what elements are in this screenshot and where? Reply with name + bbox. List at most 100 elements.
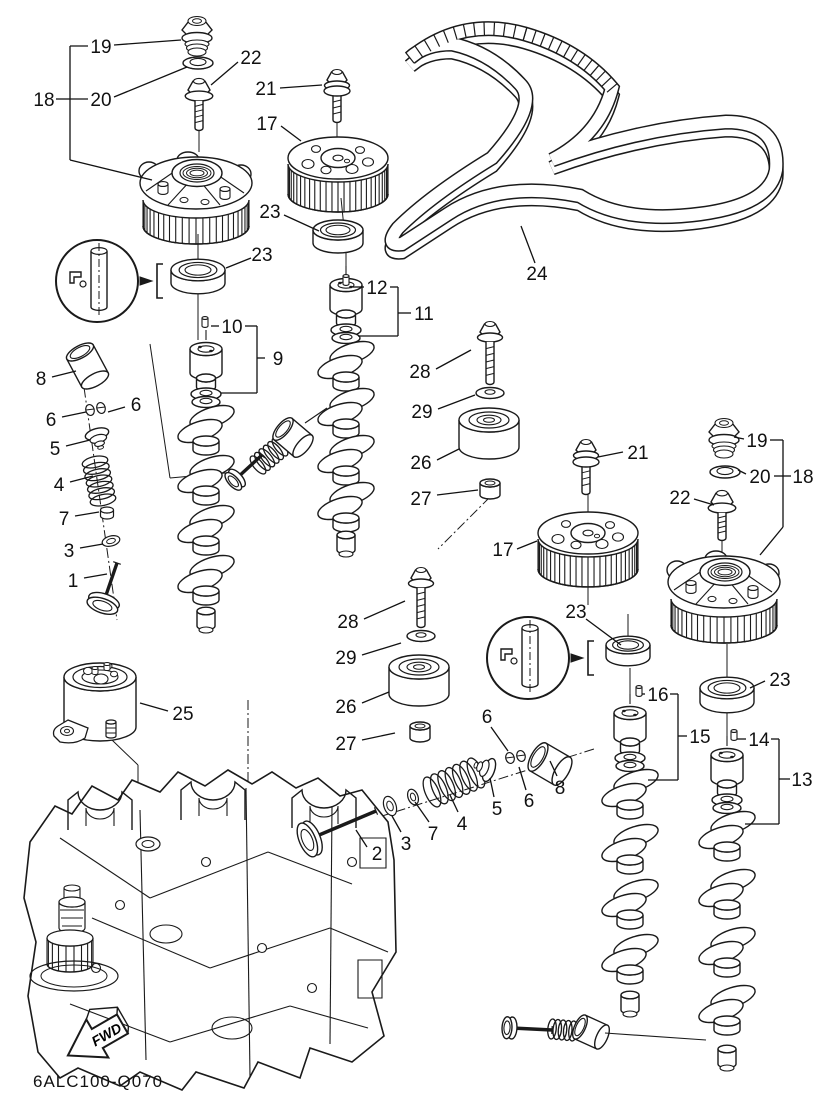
leader-line bbox=[61, 411, 87, 418]
leader-line bbox=[210, 61, 239, 86]
callout-23: 23 bbox=[769, 670, 790, 691]
callout-6: 6 bbox=[46, 410, 57, 431]
leader-line bbox=[51, 370, 77, 378]
callout-16: 16 bbox=[647, 685, 668, 706]
callout-1: 1 bbox=[68, 571, 79, 592]
leader-line bbox=[518, 766, 527, 791]
leader-line bbox=[733, 436, 745, 440]
part-17-sprocket-left bbox=[287, 136, 389, 213]
callout-24: 24 bbox=[526, 264, 548, 285]
callout-22: 22 bbox=[669, 488, 690, 509]
callout-26: 26 bbox=[410, 453, 431, 474]
callout-3: 3 bbox=[64, 541, 75, 562]
callout-27: 27 bbox=[410, 489, 431, 510]
leader-line bbox=[107, 406, 126, 413]
part-16-dowel-pin bbox=[635, 685, 643, 697]
part-21-bolt-right bbox=[572, 438, 600, 496]
callout-29: 29 bbox=[335, 648, 356, 669]
leader-line bbox=[414, 801, 430, 823]
leader-line bbox=[74, 511, 100, 517]
leader-line bbox=[113, 39, 182, 46]
leader-line bbox=[490, 726, 509, 752]
callout-10: 10 bbox=[221, 317, 242, 338]
leader-line bbox=[437, 394, 476, 410]
leader-line bbox=[436, 448, 460, 461]
part-23-oil-seal-d bbox=[699, 676, 755, 714]
part-26-idler-pulley-b bbox=[388, 654, 450, 707]
leader-line bbox=[516, 540, 538, 550]
callout-23: 23 bbox=[565, 602, 586, 623]
part-29-washer-b bbox=[406, 629, 436, 643]
part-27-collar-a bbox=[479, 478, 501, 500]
callout-17: 17 bbox=[256, 114, 277, 135]
part-20-washer-right bbox=[709, 465, 741, 479]
diagram-code: 6ALC100-Q070 bbox=[33, 1072, 164, 1091]
valve-assembled-bottom-right bbox=[501, 1014, 707, 1050]
valve-assembled-middle bbox=[224, 407, 328, 491]
leader-line bbox=[283, 214, 320, 232]
callout-11: 11 bbox=[414, 304, 434, 325]
leader-line bbox=[280, 125, 302, 142]
callout-9: 9 bbox=[273, 349, 284, 370]
leader-line bbox=[279, 84, 323, 89]
callout-18: 18 bbox=[33, 90, 54, 111]
callout-7: 7 bbox=[428, 824, 439, 845]
callout-23: 23 bbox=[251, 245, 272, 266]
callout-28: 28 bbox=[337, 612, 358, 633]
leader-line bbox=[139, 702, 169, 712]
leader-line bbox=[585, 618, 622, 646]
part-28-bolt-a bbox=[476, 320, 504, 386]
leader-line bbox=[79, 543, 104, 549]
callout-14: 14 bbox=[748, 730, 770, 751]
seal-install-inset-left bbox=[55, 239, 163, 323]
part-23-oil-seal-a bbox=[312, 219, 364, 254]
part-26-idler-pulley-a bbox=[458, 407, 520, 460]
callout-22: 22 bbox=[240, 48, 261, 69]
leader-line bbox=[391, 815, 402, 833]
callout-27: 27 bbox=[335, 734, 356, 755]
part-29-washer-a bbox=[475, 386, 505, 400]
leader-line bbox=[597, 451, 624, 458]
leader-line bbox=[355, 829, 368, 848]
seal-install-inset-right bbox=[486, 616, 594, 700]
leader-line bbox=[436, 489, 479, 496]
leader-line bbox=[520, 225, 536, 264]
callout-7: 7 bbox=[59, 509, 70, 530]
callout-2: 2 bbox=[372, 844, 383, 865]
part-19-nut-left bbox=[181, 15, 213, 57]
leader-line bbox=[113, 66, 188, 98]
leader-line bbox=[361, 642, 402, 656]
callout-17: 17 bbox=[492, 540, 513, 561]
leader-line bbox=[759, 526, 784, 556]
leader-line bbox=[361, 732, 396, 741]
part-11-camshaft bbox=[317, 266, 375, 558]
callout-6: 6 bbox=[524, 791, 535, 812]
callout-23: 23 bbox=[259, 202, 280, 223]
part-24-timing-belt bbox=[384, 21, 784, 260]
callout-6: 6 bbox=[131, 395, 142, 416]
leader-line bbox=[225, 257, 252, 269]
callout-15: 15 bbox=[689, 727, 710, 748]
callout-12: 12 bbox=[366, 278, 387, 299]
leader-line bbox=[69, 475, 94, 483]
callout-19: 19 bbox=[90, 37, 111, 58]
part-12-dowel-pin bbox=[342, 274, 350, 286]
leader-line bbox=[737, 469, 747, 475]
callout-28: 28 bbox=[409, 362, 430, 383]
part-21-bolt-left bbox=[323, 68, 351, 124]
leader-line bbox=[549, 760, 558, 777]
part-22-bolt-left bbox=[184, 77, 214, 132]
callout-26: 26 bbox=[335, 697, 356, 718]
callout-5: 5 bbox=[492, 799, 503, 820]
leader-line bbox=[361, 691, 390, 704]
callout-18: 18 bbox=[792, 467, 813, 488]
leader-line bbox=[449, 794, 459, 813]
part-22-bolt-right bbox=[707, 489, 737, 542]
part-15-camshaft bbox=[601, 694, 659, 1018]
callout-21: 21 bbox=[627, 443, 648, 464]
callout-19: 19 bbox=[746, 431, 767, 452]
leader-line bbox=[489, 777, 495, 798]
leader-line bbox=[363, 600, 406, 620]
